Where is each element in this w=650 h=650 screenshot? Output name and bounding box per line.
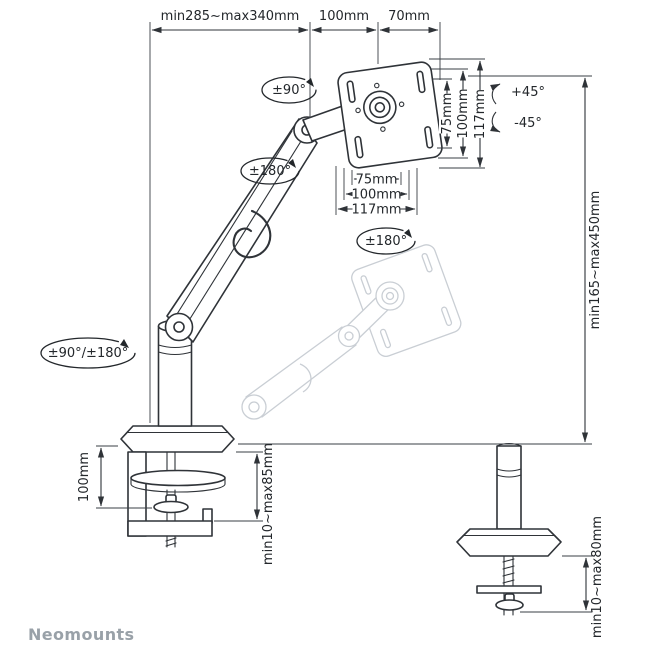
clamp-pad-disc bbox=[130, 469, 226, 487]
rotation-arrow-icon bbox=[40, 337, 136, 369]
arrowhead-icon bbox=[306, 78, 314, 87]
arm-reach-label: min285~max340mm bbox=[161, 9, 300, 24]
extension-lines bbox=[96, 22, 592, 613]
vesa-vertical-75-label: 75mm bbox=[439, 93, 455, 135]
vesa-horizontal-75-label: 75mm bbox=[356, 172, 398, 188]
clamp-height-label: 100mm bbox=[77, 452, 92, 502]
clamp-bottom-arm bbox=[127, 520, 213, 537]
height-range-label: min165~max450mm bbox=[588, 191, 603, 330]
upper-arm-swivel-annotation: ±180° bbox=[240, 157, 300, 185]
tilt-annotation: +45° -45° bbox=[490, 83, 545, 133]
vesa-rotation-annotation: ±180° bbox=[356, 227, 416, 255]
tilt-up-arrow-icon bbox=[490, 83, 501, 105]
cable-clip bbox=[232, 209, 272, 259]
ghost-arm-position bbox=[241, 244, 462, 420]
vesa-vertical-100-label: 100mm bbox=[455, 88, 471, 139]
rotation-annotations: ±90° ±180° ±180° ±90°/±180° +45° -45° bbox=[40, 76, 545, 369]
svg-text:±90°/±180°: ±90°/±180° bbox=[48, 346, 129, 361]
clamp-opening-label: min10~max85mm bbox=[261, 443, 276, 565]
rotation-arrow-icon bbox=[356, 227, 416, 255]
grommet-threaded-rod bbox=[502, 555, 515, 613]
tilt-down-arrow-icon bbox=[490, 111, 501, 133]
svg-text:117mm: 117mm bbox=[473, 89, 488, 139]
ghost-cable-clip bbox=[299, 363, 312, 393]
label-mask bbox=[356, 172, 397, 186]
desk-clamp bbox=[120, 425, 235, 548]
grommet-underdesk-plate bbox=[476, 585, 542, 594]
arrowhead-icon bbox=[120, 339, 129, 348]
label-mask bbox=[352, 187, 401, 201]
label-mask bbox=[472, 90, 487, 138]
arrowhead-icon bbox=[288, 159, 296, 168]
svg-text:±90°: ±90° bbox=[272, 83, 306, 98]
grommet-pole bbox=[496, 445, 522, 530]
head-depth-label: 70mm bbox=[388, 9, 430, 24]
svg-text:100mm: 100mm bbox=[351, 188, 401, 203]
svg-text:75mm: 75mm bbox=[440, 93, 455, 135]
svg-text:±180°: ±180° bbox=[249, 164, 291, 179]
rotation-arrow-icon bbox=[261, 76, 317, 104]
arrowhead-icon bbox=[404, 229, 412, 238]
label-mask bbox=[352, 202, 401, 216]
vesa-horizontal-117-label: 117mm bbox=[351, 202, 402, 218]
grommet-mount-view bbox=[456, 442, 562, 616]
gas-spring-arm bbox=[164, 97, 375, 343]
head-swivel-annotation: ±90° bbox=[261, 76, 317, 104]
vesa-slots bbox=[346, 70, 434, 159]
ghost-vesa-plate bbox=[351, 244, 462, 357]
neomounts-logo: Neomounts bbox=[28, 625, 134, 644]
vesa-screw-holes bbox=[355, 82, 405, 132]
pole-body bbox=[157, 325, 193, 427]
vesa-top-width-label: 100mm bbox=[319, 9, 369, 24]
svg-text:117mm: 117mm bbox=[351, 203, 401, 218]
clamp-threaded-rod bbox=[165, 535, 177, 548]
label-mask bbox=[455, 89, 470, 138]
clamp-screw-rod bbox=[166, 451, 176, 472]
vesa-plate bbox=[337, 61, 443, 169]
grommet-base-plate bbox=[456, 528, 562, 557]
svg-text:100mm: 100mm bbox=[456, 88, 471, 138]
rotation-arrow-icon bbox=[240, 157, 300, 185]
label-mask bbox=[439, 93, 454, 134]
grommet-thickness-label: min10~max80mm bbox=[590, 516, 605, 638]
tilt-up-label: +45° bbox=[511, 85, 545, 100]
base-rotation-annotation: ±90°/±180° bbox=[40, 337, 136, 369]
clamp-top-plate bbox=[120, 425, 235, 453]
svg-text:75mm: 75mm bbox=[356, 173, 398, 188]
vesa-vertical-117-label: 117mm bbox=[472, 89, 488, 139]
vesa-horizontal-100-label: 100mm bbox=[351, 187, 402, 203]
tilt-down-label: -45° bbox=[514, 116, 542, 131]
svg-text:±180°: ±180° bbox=[365, 234, 407, 249]
